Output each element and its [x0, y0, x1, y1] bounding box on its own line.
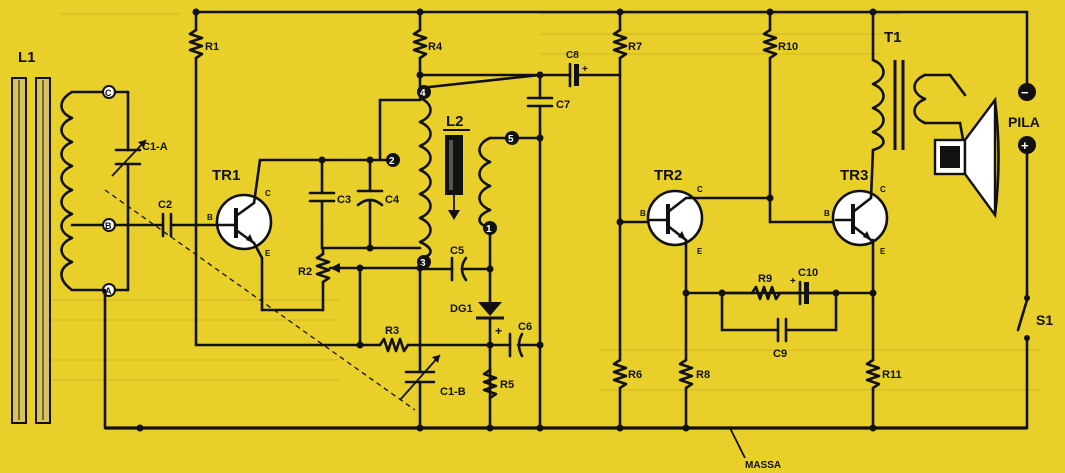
node-4: 4 [417, 85, 431, 99]
svg-text:B: B [640, 209, 646, 218]
svg-text:E: E [265, 249, 271, 258]
svg-text:C: C [265, 189, 271, 198]
svg-text:C3: C3 [337, 194, 351, 206]
svg-text:TR2: TR2 [654, 167, 682, 184]
coil-L1 [60, 90, 107, 292]
resistor-R1: R1 [188, 10, 219, 347]
ferrite-core-L2: L2 [445, 113, 464, 220]
svg-text:C10: C10 [798, 267, 818, 279]
svg-text:2: 2 [389, 156, 395, 167]
svg-text:T1: T1 [884, 29, 902, 46]
svg-text:R10: R10 [778, 41, 798, 53]
svg-text:−: − [1021, 85, 1029, 100]
capacitor-C1B: C1-B [399, 266, 466, 430]
svg-text:3: 3 [420, 258, 426, 269]
svg-text:C5: C5 [450, 245, 464, 257]
transistor-TR1: TR1 B C E [207, 167, 273, 258]
svg-text:E: E [697, 247, 703, 256]
capacitor-C4: C4 [356, 158, 400, 250]
node-B: B [102, 218, 116, 232]
svg-text:TR1: TR1 [212, 167, 240, 184]
capacitor-C7: C7 [526, 73, 570, 430]
svg-text:PILA: PILA [1008, 114, 1040, 130]
svg-text:DG1: DG1 [450, 303, 473, 315]
resistor-R11: R11 [865, 358, 902, 430]
capacitor-C2: C2 [113, 199, 220, 238]
svg-text:L2: L2 [446, 113, 464, 130]
label-L1: L1 [18, 49, 36, 66]
svg-text:A: A [105, 286, 112, 296]
svg-text:B: B [207, 213, 213, 222]
transformer-T1: T1 [871, 10, 962, 152]
capacitor-C5: C5 [422, 245, 492, 282]
transistor-TR3: TR3 B C E [824, 167, 889, 256]
svg-text:C6: C6 [518, 321, 532, 333]
svg-text:R6: R6 [628, 369, 642, 381]
svg-text:C9: C9 [773, 348, 787, 360]
coil-L2-primary: R4 [378, 10, 542, 260]
svg-text:C: C [697, 185, 703, 194]
svg-text:R7: R7 [628, 41, 642, 53]
svg-text:C1-A: C1-A [142, 141, 168, 153]
junction-dots [136, 8, 877, 432]
svg-text:+: + [582, 64, 588, 75]
svg-text:TR3: TR3 [840, 167, 868, 184]
svg-text:R8: R8 [696, 369, 710, 381]
resistor-R5: R5 [482, 368, 514, 400]
svg-text:4: 4 [420, 88, 426, 99]
antenna-L1: L1 [11, 49, 51, 424]
capacitor-C9: C9 [720, 291, 838, 360]
svg-text:5: 5 [508, 134, 514, 145]
capacitor-C1A: C1-A [111, 90, 168, 292]
resistor-R6: R6 [612, 358, 642, 430]
svg-text:R5: R5 [500, 379, 514, 391]
capacitor-C8: C8 + [538, 50, 622, 88]
svg-text:C: C [105, 88, 112, 98]
svg-text:1: 1 [486, 224, 492, 235]
svg-text:B: B [824, 209, 830, 218]
svg-text:C2: C2 [158, 199, 172, 211]
svg-text:R4: R4 [428, 41, 443, 53]
resistor-R3: R3 [194, 325, 492, 353]
svg-text:C1-B: C1-B [440, 386, 466, 398]
potentiometer-R2: R2 [298, 246, 422, 312]
svg-text:S1: S1 [1036, 312, 1053, 328]
node-C: C [102, 85, 116, 99]
svg-text:R2: R2 [298, 266, 312, 278]
coil-L2-secondary: 5 1 [478, 131, 519, 235]
svg-text:C4: C4 [385, 194, 400, 206]
capacitor-C10: C10 + [778, 267, 838, 306]
loudspeaker [933, 73, 1000, 219]
svg-text:R11: R11 [882, 369, 902, 381]
svg-text:C: C [880, 185, 886, 194]
capacitor-C3: C3 [308, 158, 351, 230]
gang-link [104, 189, 416, 411]
svg-text:+: + [1021, 138, 1029, 153]
transistor-TR2: TR2 B C E [618, 167, 704, 256]
battery-PILA: − PILA + [1008, 10, 1040, 297]
switch-S1: S1 [1016, 295, 1053, 430]
node-2: 2 [386, 153, 400, 167]
resistor-R8: R8 [678, 358, 710, 430]
svg-text:R1: R1 [205, 41, 219, 53]
svg-text:R3: R3 [385, 325, 399, 337]
svg-text:MASSA: MASSA [745, 460, 781, 471]
svg-text:+: + [790, 276, 796, 287]
resistor-R9: R9 [720, 273, 782, 301]
svg-text:C8: C8 [566, 50, 579, 61]
svg-text:C7: C7 [556, 99, 570, 111]
svg-text:B: B [105, 221, 112, 231]
svg-text:R9: R9 [758, 273, 772, 285]
svg-text:E: E [880, 247, 886, 256]
svg-text:+: + [495, 324, 502, 338]
